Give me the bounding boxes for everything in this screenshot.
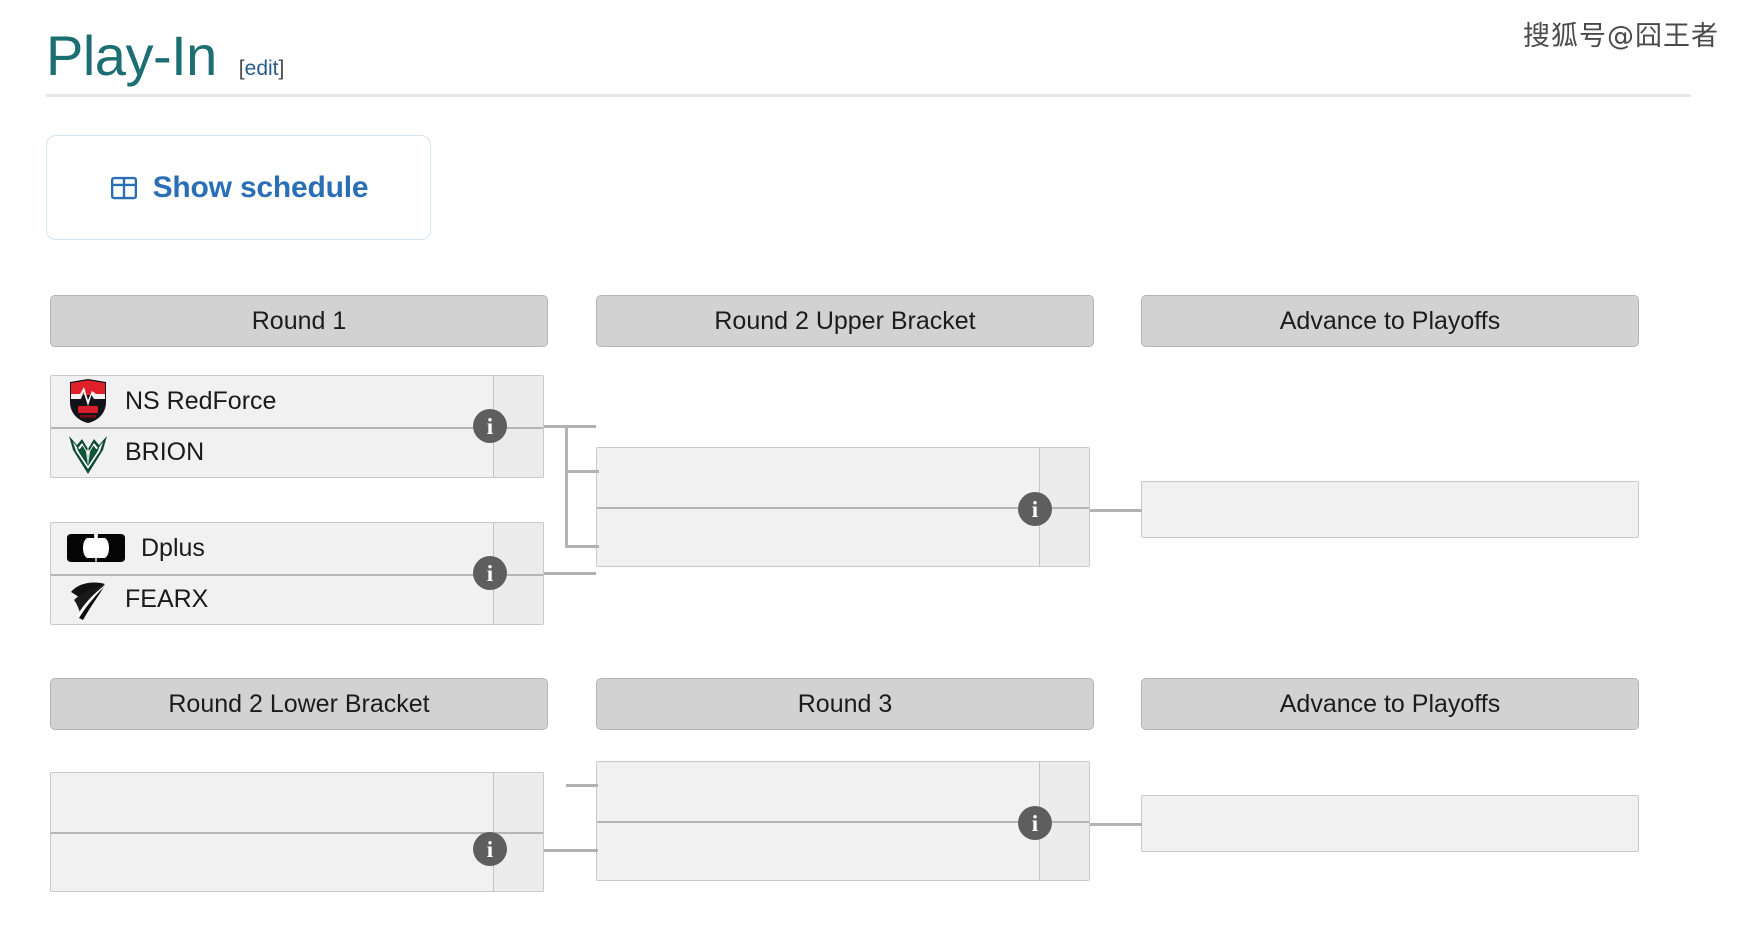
- upper-bracket: Round 1 Round 2 Upper Bracket Advance to…: [50, 295, 1639, 625]
- match-info-icon[interactable]: i: [473, 409, 507, 443]
- connector-line: [1090, 509, 1142, 512]
- round-header-advance-lower: Advance to Playoffs: [1141, 678, 1639, 730]
- match-teams: [51, 773, 493, 891]
- advance-slot-upper[interactable]: [1141, 481, 1639, 538]
- edit-bracket-close: ]: [278, 57, 285, 80]
- match-score-column: [493, 773, 543, 891]
- connector-line: [544, 572, 596, 575]
- connector-line: [565, 470, 599, 473]
- team-name: BRION: [125, 438, 205, 467]
- watermark-text: 搜狐号@囧王者: [1523, 21, 1719, 52]
- team-name: Dplus: [141, 533, 205, 562]
- ns-redforce-logo: [65, 378, 111, 424]
- team-name: NS RedForce: [125, 386, 277, 415]
- round-header-round-2-lower: Round 2 Lower Bracket: [50, 678, 548, 730]
- match-teams: [597, 762, 1039, 880]
- round-header-round-1: Round 1: [50, 295, 548, 347]
- match-round2-lower-1[interactable]: [50, 772, 544, 892]
- match-round1-2[interactable]: Dplus FEARX: [50, 522, 544, 625]
- match-teams: [597, 448, 1039, 566]
- edit-bracket-open: [: [238, 57, 245, 80]
- brion-logo: [65, 430, 111, 476]
- edit-section-link[interactable]: [edit]: [239, 57, 285, 81]
- connector-line: [1090, 823, 1142, 826]
- connector-line: [544, 425, 596, 428]
- match-info-icon[interactable]: i: [1018, 492, 1052, 526]
- team-name: FEARX: [125, 585, 209, 614]
- team-row[interactable]: Dplus: [51, 523, 493, 574]
- match-round2-upper-1[interactable]: [596, 447, 1090, 567]
- connector-line: [565, 545, 599, 548]
- match-round1-1[interactable]: NS RedForce BRION: [50, 375, 544, 478]
- connector-line: [566, 784, 598, 787]
- match-teams: [1142, 796, 1638, 851]
- team-row[interactable]: FEARX: [51, 573, 493, 625]
- team-row[interactable]: BRION: [51, 426, 493, 478]
- team-row[interactable]: NS RedForce: [51, 376, 493, 427]
- match-teams: NS RedForce BRION: [51, 376, 493, 477]
- match-round3-1[interactable]: [596, 761, 1090, 881]
- show-schedule-button[interactable]: Show schedule: [46, 135, 431, 240]
- round-header-round-2-upper: Round 2 Upper Bracket: [596, 295, 1094, 347]
- team-row[interactable]: [51, 832, 493, 891]
- table-grid-icon: [109, 173, 139, 203]
- connector-line: [544, 849, 598, 852]
- match-info-icon[interactable]: i: [473, 556, 507, 590]
- team-row[interactable]: [51, 773, 493, 832]
- score-cell: [494, 573, 543, 625]
- connector-line: [565, 425, 568, 547]
- score-cell: [1040, 821, 1089, 880]
- score-cell: [494, 773, 543, 832]
- round-header-round-3: Round 3: [596, 678, 1094, 730]
- dplus-logo: [65, 525, 127, 571]
- edit-link-label[interactable]: edit: [244, 57, 279, 80]
- score-cell: [494, 426, 543, 478]
- score-cell: [1040, 507, 1089, 566]
- advance-slot-lower[interactable]: [1141, 795, 1639, 852]
- score-cell: [494, 832, 543, 891]
- team-row[interactable]: [597, 762, 1039, 821]
- team-row[interactable]: [597, 507, 1039, 566]
- match-info-icon[interactable]: i: [473, 832, 507, 866]
- page-title: Play-In: [46, 24, 217, 87]
- match-info-icon[interactable]: i: [1018, 806, 1052, 840]
- round-header-advance-upper: Advance to Playoffs: [1141, 295, 1639, 347]
- team-row[interactable]: [1142, 796, 1638, 851]
- page-heading: Play-In [edit]: [46, 24, 1691, 98]
- show-schedule-label: Show schedule: [152, 170, 369, 204]
- team-row[interactable]: [597, 821, 1039, 880]
- fearx-logo: [65, 577, 111, 623]
- match-teams: Dplus FEARX: [51, 523, 493, 624]
